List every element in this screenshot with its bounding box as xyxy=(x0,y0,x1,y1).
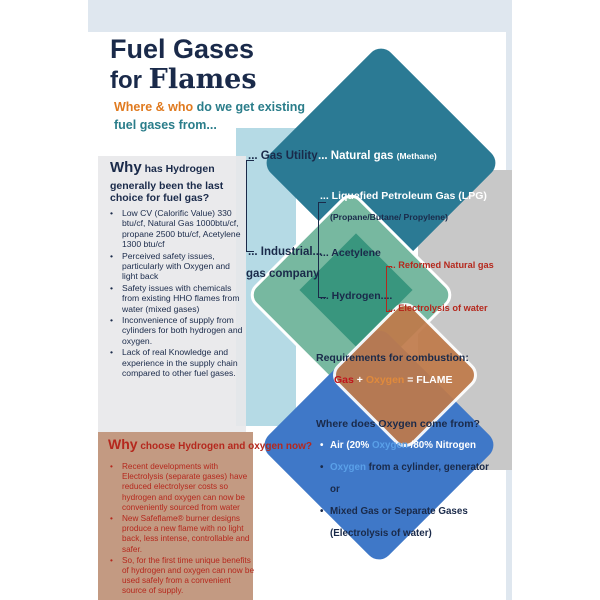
acetylene-label: ... Acetylene xyxy=(320,247,381,259)
oxygen-item-mixed: •Mixed Gas or Separate Gases xyxy=(320,506,468,517)
oxygen-item-cylinder: •Oxygen from a cylinder, generator xyxy=(320,462,489,473)
why-choose-rest: choose Hydrogen and oxygen now? xyxy=(137,441,313,452)
air-oxygen: Oxygen xyxy=(371,440,408,451)
gas-company-label: gas company xyxy=(246,268,320,280)
plus-sign: + xyxy=(353,374,366,386)
why-choose-heading: Why choose Hydrogen and oxygen now? xyxy=(108,436,312,452)
why-heading-rest: has Hydrogen xyxy=(141,163,215,175)
subtitle-where-who: Where & who xyxy=(114,100,197,114)
methane-text: (Methane) xyxy=(396,151,437,161)
oxygen-word: Oxygen xyxy=(365,374,405,386)
list-item: So, for the first time unique benefits o… xyxy=(108,556,254,597)
lpg-sub-label: (Propane/Butane/ Propylene) xyxy=(330,212,448,222)
cylinder-oxygen: Oxygen xyxy=(330,462,366,473)
why-hydrogen-list: Low CV (Calorific Value) 330 btu/cf, Nat… xyxy=(108,208,246,380)
mixed-text: Mixed Gas or Separate Gases xyxy=(330,506,468,517)
gas-word: Gas xyxy=(334,374,354,386)
why-heading-line2: generally been the last xyxy=(110,180,224,192)
why-choose-word: Why xyxy=(108,436,138,452)
air-nitrogen: /80% Nitrogen xyxy=(407,440,476,451)
top-band xyxy=(88,0,512,32)
why-word: Why xyxy=(110,159,142,176)
requirements-formula: Gas + Oxygen = FLAME xyxy=(334,374,452,386)
gas-utility-label: ... Gas Utility xyxy=(248,150,318,162)
subtitle-line2: fuel gases from... xyxy=(114,118,217,132)
oxygen-item-or: or xyxy=(330,484,340,495)
electrolysis-label: ... Electrolysis of water xyxy=(388,303,488,313)
oxygen-item-electrolysis: (Electrolysis of water) xyxy=(330,528,432,539)
air-text: Air (20% xyxy=(330,440,372,451)
cylinder-text: from a cylinder, generator xyxy=(365,462,489,473)
subtitle-line1: Where & who do we get existing xyxy=(114,100,305,114)
industrial-label: ... Industrial... xyxy=(248,246,323,258)
list-item: Low CV (Calorific Value) 330 btu/cf, Nat… xyxy=(108,208,246,250)
hydrogen-label: ... Hydrogen.... xyxy=(320,290,393,302)
title-flames: Flames xyxy=(148,64,257,95)
why-choose-list: Recent developments with Electrolysis (s… xyxy=(108,462,254,598)
list-item: Safety issues with chemicals from existi… xyxy=(108,283,246,314)
hydrogen-bracket xyxy=(386,266,392,312)
natural-gas-label: ... Natural gas (Methane) xyxy=(318,150,437,162)
gas-utility-bracket xyxy=(246,160,254,252)
requirements-heading: Requirements for combustion: xyxy=(316,352,469,364)
list-item: Recent developments with Electrolysis (s… xyxy=(108,462,254,513)
title-line1: Fuel Gases xyxy=(110,34,255,64)
oxygen-source-heading: Where does Oxygen come from? xyxy=(316,418,480,430)
title-for: for xyxy=(110,67,149,94)
list-item: Perceived safety issues, particularly wi… xyxy=(108,251,246,282)
list-item: Inconvenience of supply from cylinders f… xyxy=(108,315,246,346)
title-line2: for Flames xyxy=(110,64,257,95)
lpg-label: ... Liquefied Petroleum Gas (LPG) xyxy=(320,190,487,202)
industrial-bracket xyxy=(318,202,326,298)
reformed-gas-label: ... Reformed Natural gas xyxy=(388,260,494,270)
list-item: New Safeflame® burner designs produce a … xyxy=(108,514,254,555)
list-item: Lack of real Knowledge and experience in… xyxy=(108,347,246,378)
flame-word: = FLAME xyxy=(404,374,453,386)
subtitle-rest: do we get existing xyxy=(196,100,306,114)
natural-gas-text: ... Natural gas xyxy=(318,150,394,162)
why-hydrogen-heading: Why has Hydrogen xyxy=(110,159,215,176)
oxygen-item-air: •Air (20% Oxygen /80% Nitrogen xyxy=(320,440,476,451)
why-heading-line3: choice for fuel gas? xyxy=(110,192,210,204)
poster: Fuel Gases for Flames Where & who do we … xyxy=(88,0,512,600)
